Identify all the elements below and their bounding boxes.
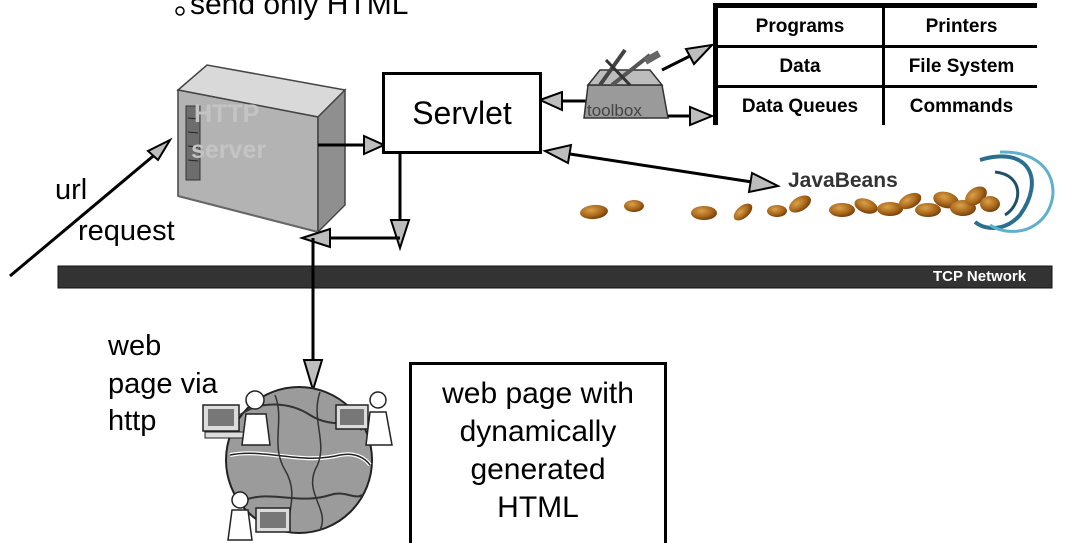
request-label: request	[78, 215, 175, 247]
toolbox-icon	[583, 48, 669, 119]
result-line-4: HTML	[497, 491, 579, 524]
server-servlet-arrowhead	[363, 134, 387, 156]
resource-cell-data: Data	[718, 48, 882, 85]
javabeans-arrowhead-right	[747, 171, 782, 194]
servlet-down-arrowhead	[389, 219, 411, 252]
result-line-1: web page with	[442, 377, 634, 410]
response-left-arrowhead	[298, 227, 331, 249]
client-down-arrowhead	[302, 359, 324, 394]
client-user-icon-2	[335, 391, 393, 446]
http-server-label-line1: HTTP	[194, 100, 260, 128]
result-line-3: generated	[470, 453, 606, 486]
result-line-2: dynamically	[459, 415, 617, 448]
http-server-label-line2: server	[191, 136, 267, 164]
toolbox-label: toolbox	[587, 101, 642, 120]
http-server-icon	[176, 64, 347, 234]
coffee-beans-icon	[580, 186, 1000, 221]
bullet-dot	[175, 6, 185, 16]
resource-cell-commands: Commands	[885, 88, 1038, 125]
client-label-line2: page via	[108, 368, 218, 400]
resource-cell-printers: Printers	[885, 8, 1038, 45]
client-label-line3: http	[108, 405, 157, 437]
client-user-icon-3	[227, 491, 291, 541]
resource-cell-data-queues: Data Queues	[718, 88, 882, 125]
toolbox-table-lower-arrowhead	[689, 105, 715, 127]
url-request-arrow	[9, 150, 159, 278]
servlet-box: Servlet	[382, 72, 542, 154]
toolbox-table-upper-line	[661, 54, 691, 72]
tcp-network-bar	[57, 265, 1053, 289]
resource-cell-file-system: File System	[885, 48, 1038, 85]
client-user-icon-1	[202, 390, 271, 446]
resources-table: Programs Printers Data File System Data …	[713, 3, 1038, 125]
result-page-box: web page with dynamically generated HTML	[409, 362, 667, 543]
client-label-line1: web	[108, 330, 162, 362]
servlet-toolbox-arrowhead	[537, 90, 563, 112]
servlet-javabeans-line	[569, 152, 753, 184]
java-steam-icon	[973, 150, 1055, 233]
resource-cell-programs: Programs	[718, 8, 882, 45]
javabeans-label: JavaBeans	[788, 169, 898, 192]
bullet-text: send only HTML	[190, 0, 409, 21]
url-label: url	[55, 174, 88, 206]
servlet-label: Servlet	[412, 94, 512, 131]
url-request-arrowhead	[146, 137, 173, 162]
tcp-network-label: TCP Network	[933, 268, 1027, 285]
toolbox-table-upper-arrowhead	[684, 43, 715, 66]
javabeans-arrowhead-left	[542, 143, 573, 165]
